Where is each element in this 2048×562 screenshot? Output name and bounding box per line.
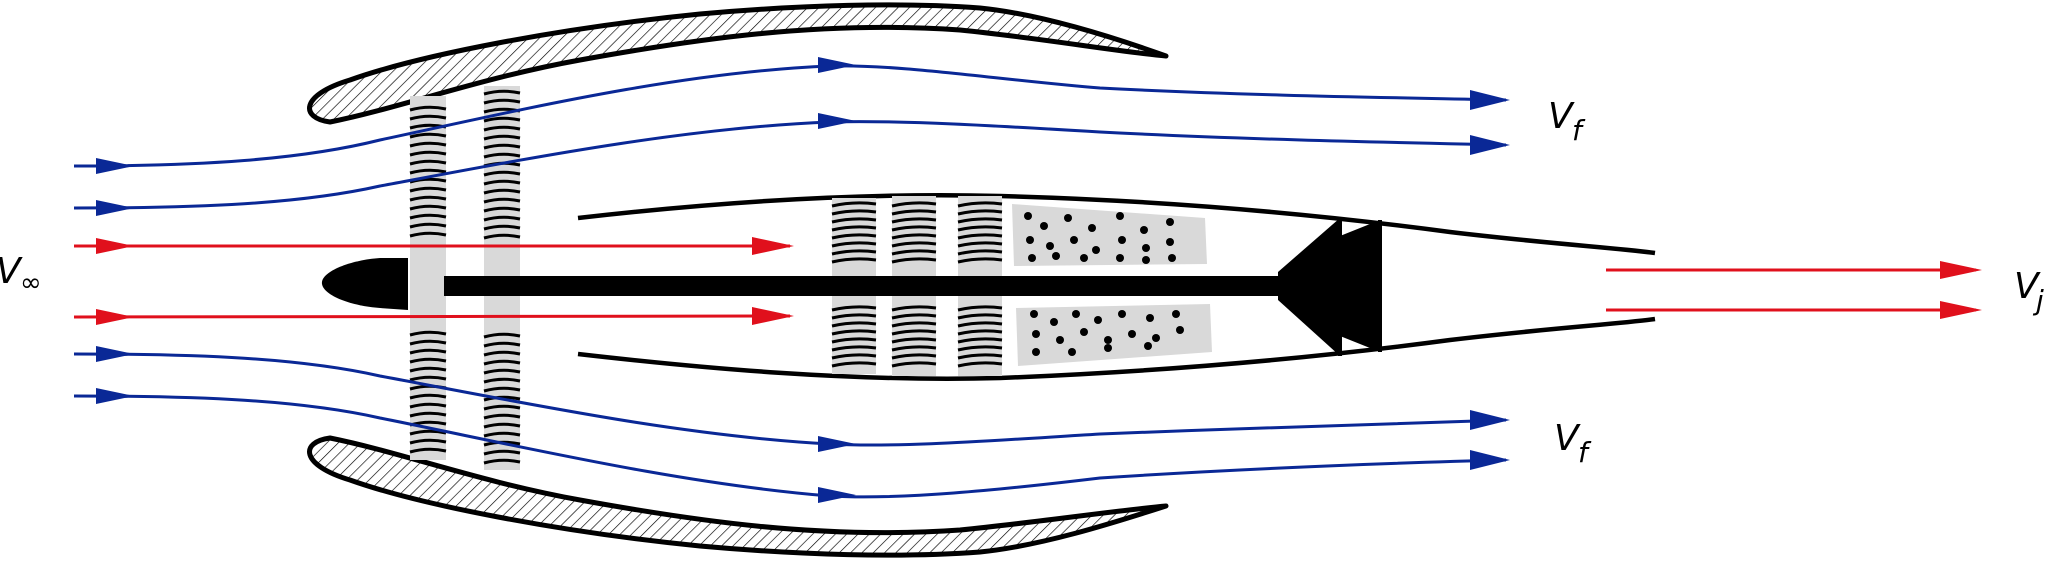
turbine <box>1278 218 1382 356</box>
combustor-upper <box>1012 204 1207 266</box>
svg-text:V: V <box>1554 418 1581 459</box>
core-flow <box>73 237 1982 325</box>
inlet-arrow-red-2 <box>96 309 134 325</box>
jet-arrow-lower <box>1940 301 1982 319</box>
exit-arrow-blue-2 <box>1470 135 1510 155</box>
inlet-arrow-blue-3 <box>96 346 134 362</box>
midflow-arrow-blue-3 <box>818 436 856 452</box>
midflow-arrow-blue-2 <box>818 113 856 129</box>
exit-arrow-blue-3 <box>1470 410 1510 430</box>
bypass-arrows <box>96 57 1510 503</box>
label-v-f-bottom: V f <box>1554 418 1592 469</box>
bypass-streamline-3 <box>73 352 1507 447</box>
svg-text:V: V <box>0 251 23 292</box>
bypass-streamline-4 <box>73 394 1507 499</box>
nacelle-lower <box>307 435 1169 558</box>
core-arrow-lower <box>752 307 794 325</box>
fan-stage-1 <box>409 96 447 460</box>
midflow-arrow-blue-1 <box>818 57 856 73</box>
core-casing-upper <box>577 192 1656 256</box>
svg-text:f: f <box>1578 436 1592 469</box>
core-casing-lower <box>577 316 1656 381</box>
exit-arrow-blue-1 <box>1470 90 1510 110</box>
label-v-inf: V ∞ <box>0 251 42 298</box>
bypass-streamline-1 <box>73 64 1507 168</box>
spinner-nose <box>321 258 408 310</box>
label-v-j: V j <box>2014 266 2044 317</box>
svg-text:V: V <box>1548 96 1575 137</box>
engine-shaft <box>444 276 1282 296</box>
core-flow-line-lower <box>73 314 791 319</box>
jet-arrow-upper <box>1940 261 1982 279</box>
inlet-arrow-blue-4 <box>96 388 134 404</box>
label-v-f-top: V f <box>1548 96 1586 147</box>
svg-text:V: V <box>2014 266 2041 307</box>
exit-arrow-blue-4 <box>1470 450 1510 470</box>
inlet-arrow-blue-1 <box>96 158 134 174</box>
combustor-lower <box>1016 304 1212 366</box>
inlet-arrow-red-1 <box>96 238 134 254</box>
inlet-arrow-blue-2 <box>96 200 134 216</box>
midflow-arrow-blue-4 <box>818 487 856 503</box>
svg-text:∞: ∞ <box>20 268 42 298</box>
svg-text:f: f <box>1572 114 1586 147</box>
bypass-streamline-2 <box>73 120 1507 210</box>
core-arrow-upper <box>752 237 794 255</box>
nacelle-upper <box>307 2 1169 125</box>
